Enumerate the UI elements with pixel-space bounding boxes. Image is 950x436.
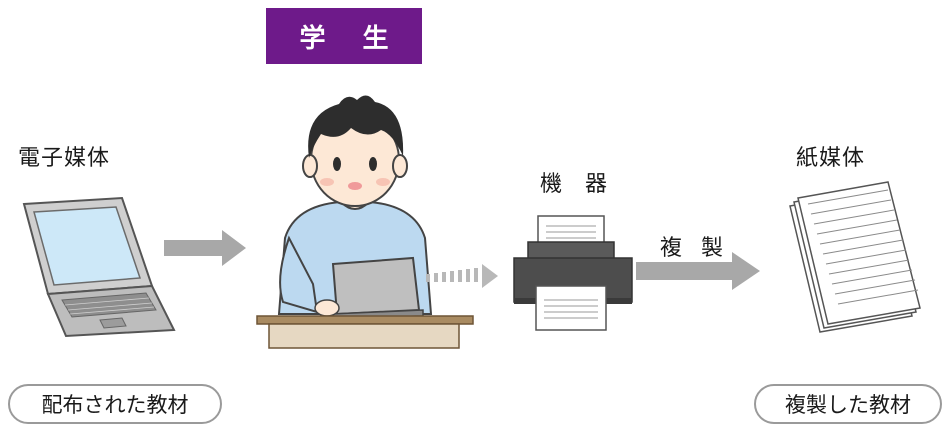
dotted-arrow-to-device xyxy=(426,264,498,288)
copier-icon xyxy=(513,215,633,331)
student-illustration xyxy=(256,95,474,349)
distributed-material-label: 配布された教材 xyxy=(41,393,189,417)
student-badge: 学 生 xyxy=(266,8,422,64)
laptop-icon xyxy=(22,196,176,338)
copied-material-pill: 複製した教材 xyxy=(754,384,942,424)
electronic-media-label: 電子媒体 xyxy=(18,146,111,171)
distributed-material-pill: 配布された教材 xyxy=(8,384,222,424)
copy-label: 複 製 xyxy=(660,236,729,261)
student-label: 学 生 xyxy=(299,23,403,54)
copied-material-label: 複製した教材 xyxy=(785,393,911,417)
paper-stack-icon xyxy=(789,181,921,333)
paper-media-label: 紙媒体 xyxy=(796,146,866,171)
arrow-to-paper xyxy=(636,252,760,290)
device-label: 機 器 xyxy=(540,172,615,197)
arrow-to-student xyxy=(164,230,246,266)
